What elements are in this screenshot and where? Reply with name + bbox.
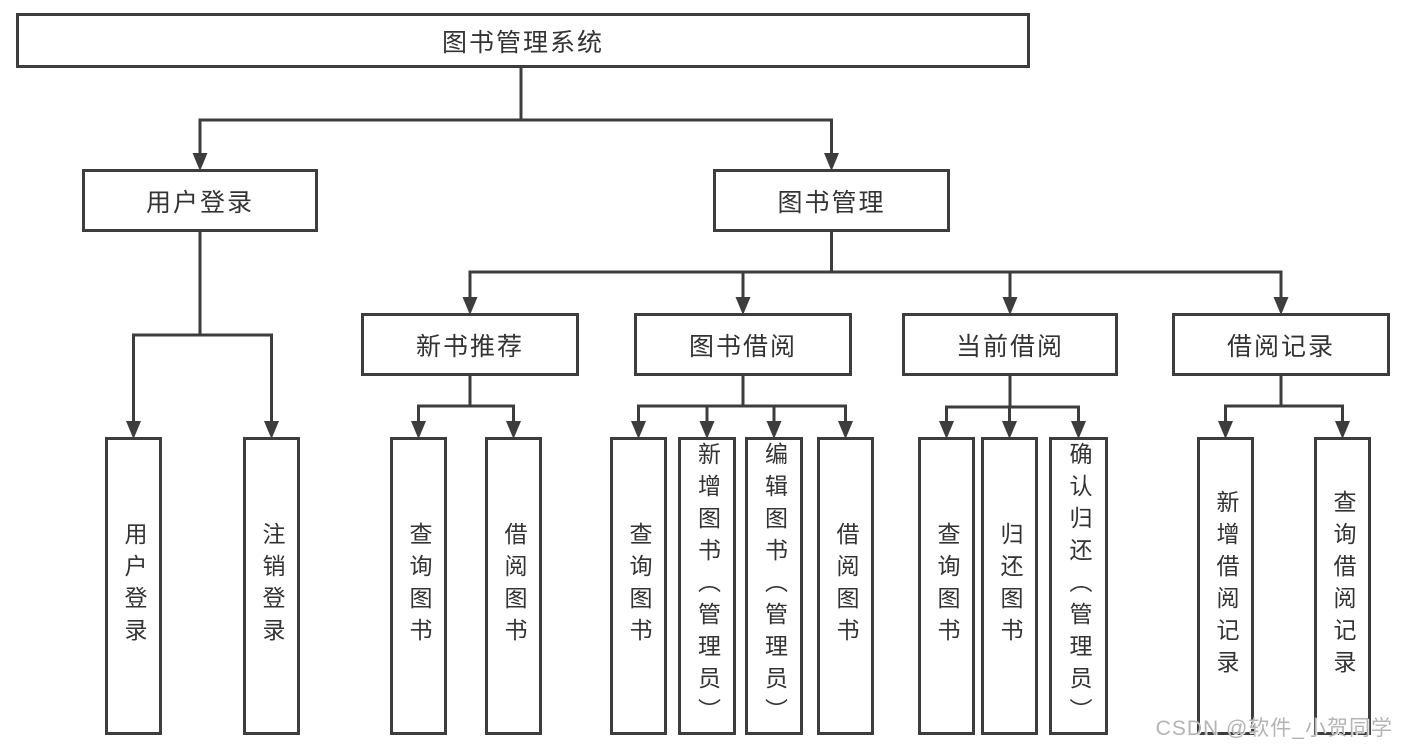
node-v-query-borrow-record: 查询借阅记录 xyxy=(1314,437,1371,735)
node-user-login: 用户登录 xyxy=(82,169,318,232)
node-label: 当前借阅 xyxy=(955,332,1064,361)
node-label: 查询图书 xyxy=(934,522,960,650)
node-new-book-recommend: 新书推荐 xyxy=(361,313,579,376)
node-label: 新书推荐 xyxy=(415,332,524,361)
node-label: 图书管理系统 xyxy=(441,28,604,57)
node-label: 用户登录 xyxy=(145,188,254,217)
node-borrowing-records: 借阅记录 xyxy=(1172,313,1390,376)
node-label: 查询图书 xyxy=(626,522,652,650)
node-label: 图书管理 xyxy=(777,188,886,217)
watermark: CSDN @软件_小贺同学 xyxy=(1155,717,1393,740)
node-v-edit-book-admin: 编辑图书（管理员） xyxy=(745,437,803,735)
node-label: 用户登录 xyxy=(121,522,147,650)
node-v-add-borrow-record: 新增借阅记录 xyxy=(1197,437,1254,735)
node-label: 新增图书（管理员） xyxy=(694,442,721,730)
node-label: 借阅记录 xyxy=(1226,332,1335,361)
node-v-user-login: 用户登录 xyxy=(105,437,162,735)
node-v-query-book-borrow: 查询图书 xyxy=(610,437,667,735)
node-v-query-book-rec: 查询图书 xyxy=(390,437,447,735)
node-v-logout: 注销登录 xyxy=(243,437,300,735)
node-root: 图书管理系统 xyxy=(16,13,1030,68)
node-label: 借阅图书 xyxy=(833,522,859,650)
node-label: 编辑图书（管理员） xyxy=(761,442,788,730)
node-v-query-book-current: 查询图书 xyxy=(918,437,975,735)
node-v-borrow-book: 借阅图书 xyxy=(817,437,874,735)
node-label: 查询图书 xyxy=(406,522,432,650)
node-book-management: 图书管理 xyxy=(713,169,950,232)
node-label: 查询借阅记录 xyxy=(1330,490,1356,682)
node-v-return-book: 归还图书 xyxy=(981,437,1038,735)
node-label: 图书借阅 xyxy=(688,332,797,361)
node-book-borrowing: 图书借阅 xyxy=(634,313,852,376)
node-label: 注销登录 xyxy=(259,522,285,650)
node-v-borrow-book-rec: 借阅图书 xyxy=(485,437,542,735)
node-v-add-book-admin: 新增图书（管理员） xyxy=(678,437,736,735)
node-v-confirm-return-admin: 确认归还（管理员） xyxy=(1049,437,1108,735)
node-current-borrowing: 当前借阅 xyxy=(902,313,1118,376)
node-label: 新增借阅记录 xyxy=(1213,490,1239,682)
node-label: 借阅图书 xyxy=(501,522,527,650)
node-label: 确认归还（管理员） xyxy=(1066,442,1092,730)
node-label: 归还图书 xyxy=(997,522,1023,650)
